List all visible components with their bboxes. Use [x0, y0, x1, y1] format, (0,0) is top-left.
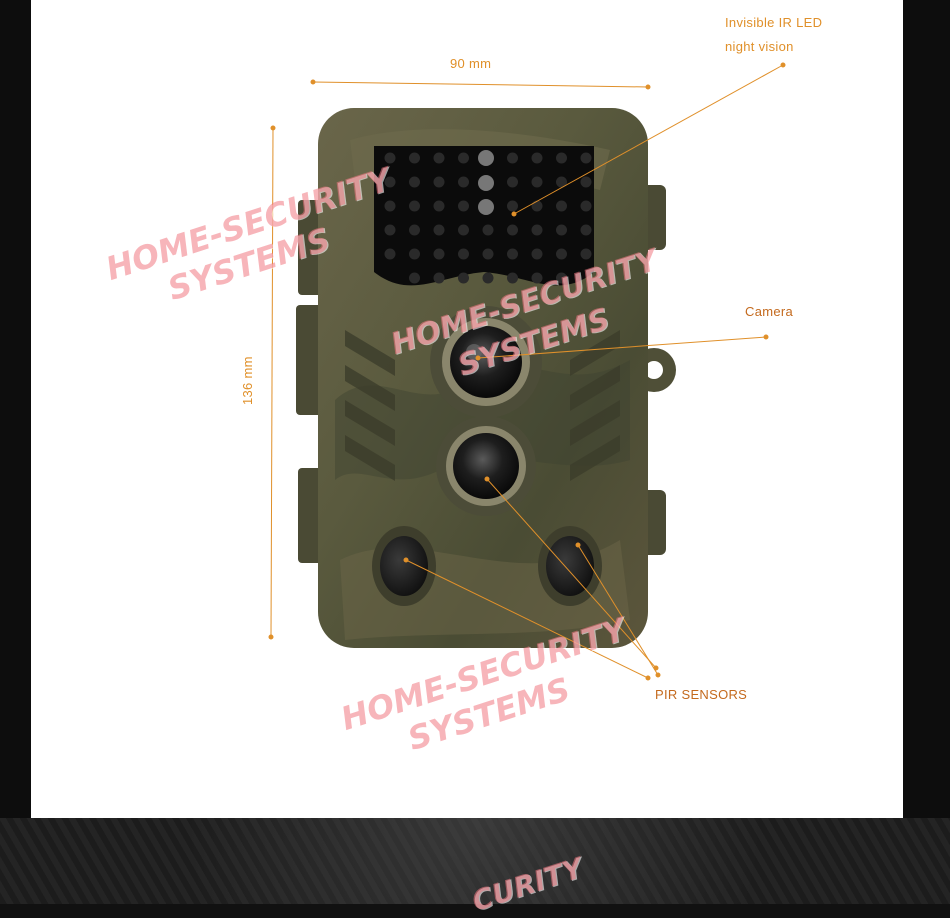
ir-led	[531, 224, 543, 236]
ir-led	[482, 248, 494, 260]
ir-led	[409, 272, 420, 284]
ir-led	[458, 176, 469, 188]
ir-led	[507, 224, 518, 236]
ir-led-panel	[374, 146, 594, 286]
width-dimension-label: 90 mm	[450, 56, 492, 71]
ir-led	[556, 272, 567, 284]
ir-led	[531, 272, 543, 284]
ir-led	[433, 152, 445, 164]
ir-led-label-line2: night vision	[725, 39, 794, 54]
ir-led	[384, 152, 396, 164]
pir-sensor-left	[372, 526, 436, 606]
ir-led	[531, 248, 543, 260]
ir-led	[507, 272, 518, 284]
ir-led	[458, 248, 469, 260]
ir-led	[433, 248, 445, 260]
ir-led	[458, 272, 469, 284]
ir-led	[531, 176, 543, 188]
dimension-lines	[268, 79, 651, 640]
ir-led	[556, 248, 567, 260]
ir-led	[556, 176, 567, 188]
ir-led	[580, 224, 592, 236]
ir-led	[531, 152, 543, 164]
ir-led	[384, 224, 396, 236]
ir-led	[482, 272, 494, 284]
ir-led	[458, 200, 469, 212]
ir-led	[580, 200, 592, 212]
pir-sensors-label: PIR SENSORS	[655, 687, 748, 702]
ir-led	[384, 176, 396, 188]
ir-led	[433, 200, 445, 212]
ir-led	[556, 152, 567, 164]
ir-led	[507, 176, 518, 188]
ir-led	[409, 224, 420, 236]
main-pir-lens	[436, 416, 536, 516]
ir-led-label-line1: Invisible IR LED	[725, 15, 823, 30]
ir-led	[458, 152, 469, 164]
height-dimension-label: 136 mm	[240, 356, 255, 405]
ir-led	[531, 200, 543, 212]
ir-led	[409, 200, 420, 212]
callout-lines	[403, 62, 786, 681]
ir-led	[507, 200, 518, 212]
ir-led	[580, 248, 592, 260]
ir-led	[458, 224, 469, 236]
ir-led	[433, 176, 445, 188]
ir-led	[409, 176, 420, 188]
camera-lens	[430, 306, 542, 418]
ir-led	[482, 224, 494, 236]
ir-led	[433, 224, 445, 236]
ir-led	[556, 200, 567, 212]
hex-pattern-footer	[0, 818, 950, 904]
ir-led	[580, 152, 592, 164]
pir-sensor-right	[538, 526, 602, 606]
ir-led	[507, 248, 518, 260]
ir-led	[507, 152, 518, 164]
ir-led	[556, 224, 567, 236]
ir-led	[433, 272, 445, 284]
ir-led	[409, 152, 420, 164]
camera-label: Camera	[745, 304, 794, 319]
ir-led	[384, 200, 396, 212]
ir-led	[409, 248, 420, 260]
ir-led	[384, 248, 396, 260]
ir-led	[580, 176, 592, 188]
